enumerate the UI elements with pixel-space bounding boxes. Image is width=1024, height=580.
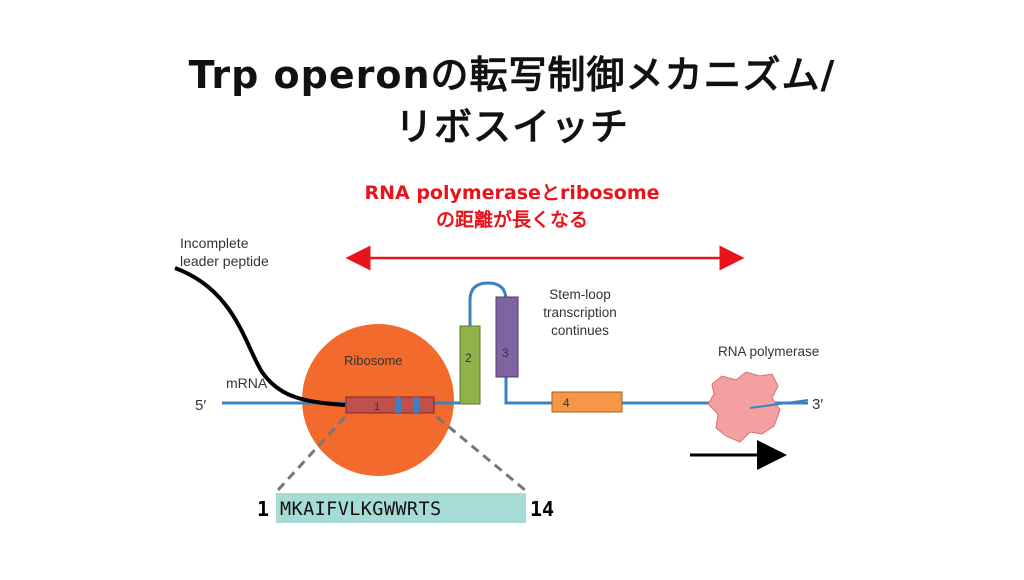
stemloop-label-line2: transcription xyxy=(543,305,617,320)
rna-polymerase-label: RNA polymerase xyxy=(718,344,819,359)
region-3-label: 3 xyxy=(502,346,509,360)
region-1-box xyxy=(345,396,435,414)
region-3-box xyxy=(495,296,519,378)
region-4-box xyxy=(551,391,623,413)
five-prime-label: 5′ xyxy=(195,397,206,414)
stemloop-label-line3: continues xyxy=(551,323,609,338)
region-2-box xyxy=(459,325,481,405)
sequence-guide-left xyxy=(276,415,347,492)
three-prime-label: 3′ xyxy=(812,396,823,413)
incomplete-leader-label-line2: leader peptide xyxy=(180,253,269,269)
region-4-label: 4 xyxy=(563,396,570,410)
region-1-stripe xyxy=(413,397,419,413)
leader-peptide-curve xyxy=(174,266,346,407)
sequence-residues: MKAIFVLKGWWRTS xyxy=(280,499,442,520)
sequence-end-number: 14 xyxy=(530,497,554,521)
sequence-guide-right xyxy=(436,415,526,492)
mrna-label: mRNA xyxy=(226,375,268,391)
distance-annotation-line2: の距離が長くなる xyxy=(435,209,588,231)
ribosome-label: Ribosome xyxy=(344,353,403,368)
region-2-label: 2 xyxy=(465,351,472,365)
page-title-line1: Trp operonの転写制御メカニズム/ xyxy=(188,53,836,97)
rna-polymerase-shape xyxy=(707,371,781,443)
sequence-highlight xyxy=(276,493,526,523)
sequence-start-number: 1 xyxy=(257,497,269,521)
page-title-line2: リボスイッチ xyxy=(394,105,629,149)
incomplete-leader-label-line1: Incomplete xyxy=(180,235,249,251)
stemloop-label-line1: Stem-loop xyxy=(549,287,611,302)
mrna-strand-exit xyxy=(749,399,809,409)
distance-annotation-line1: RNA polymeraseとribosome xyxy=(364,182,660,204)
region-1-label: 1 xyxy=(374,401,380,413)
region-1-stripe xyxy=(395,397,401,413)
